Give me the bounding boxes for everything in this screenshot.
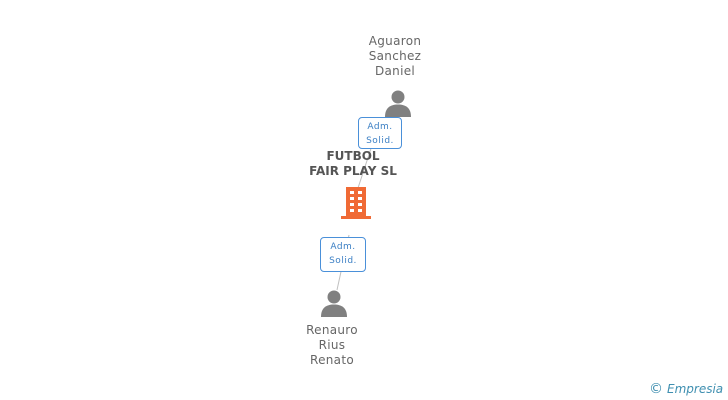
badge-label: Adm.: [367, 122, 393, 132]
badge-label: Adm.: [330, 242, 356, 252]
copyright-icon: ©: [649, 381, 663, 397]
badge-label: Solid.: [329, 256, 357, 266]
footer-logo: © Empresia: [649, 380, 723, 398]
person-name-top[interactable]: Aguaron Sanchez Daniel: [335, 34, 455, 79]
badge-label: Solid.: [366, 136, 394, 146]
company-name-line: FUTBOL: [326, 149, 380, 163]
company-name[interactable]: FUTBOL FAIR PLAY SL: [273, 149, 433, 179]
name-line: Sanchez: [368, 49, 422, 63]
person-icon[interactable]: [320, 289, 348, 317]
person-name-bottom[interactable]: Renauro Rius Renato: [272, 323, 392, 368]
person-icon[interactable]: [384, 89, 412, 117]
name-line: Rius: [318, 338, 346, 352]
brand-name: Empresia: [667, 382, 724, 396]
company-name-line: FAIR PLAY SL: [309, 164, 397, 178]
name-line: Renato: [310, 353, 354, 367]
relation-badge-bottom[interactable]: Adm. Solid.: [320, 237, 366, 272]
name-line: Renauro: [306, 323, 358, 337]
name-line: Aguaron: [368, 34, 422, 48]
building-icon[interactable]: [339, 186, 373, 220]
relation-badge-top[interactable]: Adm. Solid.: [358, 117, 402, 149]
name-line: Daniel: [374, 64, 416, 78]
